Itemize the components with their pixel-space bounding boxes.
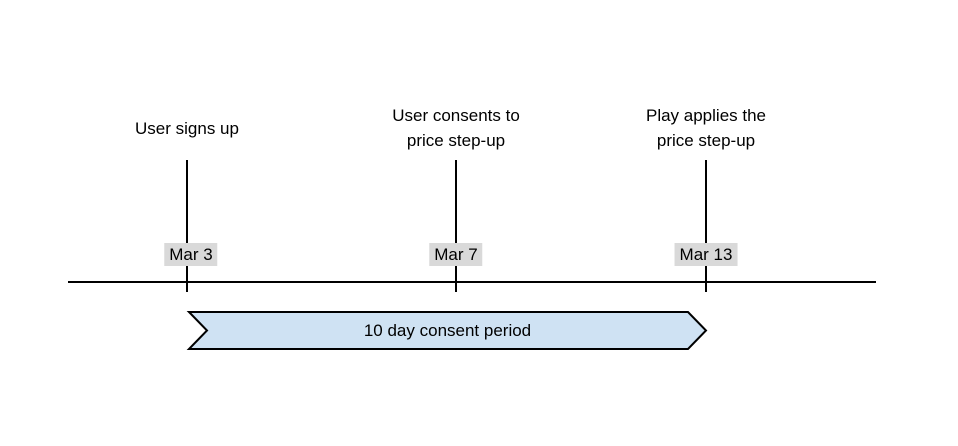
event-date-mar-7: Mar 7 bbox=[429, 243, 483, 266]
banner-chevron-polygon bbox=[186, 311, 708, 350]
event-tick-mar-7 bbox=[455, 160, 457, 292]
event-title-user-consents: User consents to price step-up bbox=[392, 106, 520, 150]
event-tick-mar-13 bbox=[705, 160, 707, 292]
event-date-mar-3: Mar 3 bbox=[164, 243, 218, 266]
event-date-mar-13: Mar 13 bbox=[674, 243, 738, 266]
consent-period-banner-shape bbox=[186, 311, 708, 350]
event-title-user-signs-up: User signs up bbox=[135, 118, 239, 138]
event-tick-mar-3 bbox=[186, 160, 188, 292]
timeline-axis bbox=[68, 281, 876, 283]
event-title-play-applies: Play applies the price step-up bbox=[645, 106, 767, 150]
consent-period-banner-label: 10 day consent period bbox=[363, 320, 532, 340]
